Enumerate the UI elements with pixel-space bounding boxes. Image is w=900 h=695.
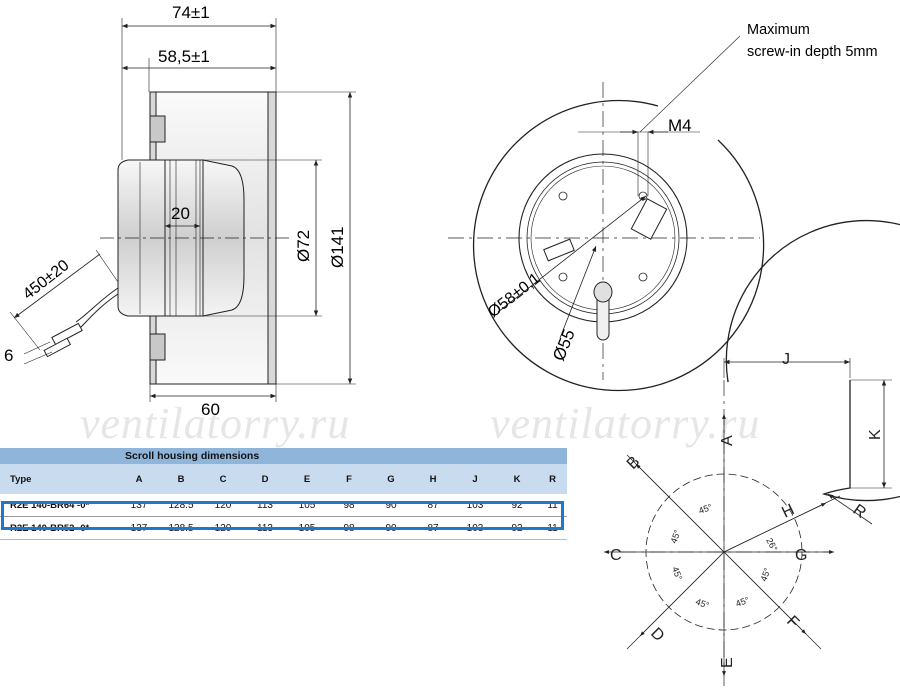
table-header-row: Type A B C D E F G H J K R [0,464,568,494]
label-h: H [779,501,797,521]
label-a: A [719,435,736,446]
dim-m4-label: M4 [668,116,692,135]
scroll-housing-diagram [604,219,900,690]
cell-k: 92 [496,494,538,517]
dim-58-5-label: 58,5±1 [158,47,210,66]
angle-26: 26° [764,536,779,553]
cell-r: 11 [538,516,568,540]
angle-45-6: 45° [758,566,772,583]
header-d: D [244,464,286,494]
header-a: A [118,464,160,494]
cell-b: 128.5 [160,494,202,517]
cell-h: 87 [412,494,454,517]
dim-74-label: 74±1 [172,3,210,22]
angle-45-5: 45° [734,595,751,609]
label-f: F [783,613,802,632]
cell-b: 128.5 [160,516,202,540]
note-line-2: screw-in depth 5mm [747,44,878,60]
cell-f: 98 [328,516,370,540]
header-f: F [328,464,370,494]
watermark-left: ventilatorry.ru [80,399,351,448]
cell-a: 137 [118,494,160,517]
cell-r: 11 [538,494,568,517]
cell-type: R2E 140-BR52 -0* [0,516,118,540]
cell-d: 113 [244,494,286,517]
dim-58-label: Ø58±0,1 [485,270,544,321]
dim-141-label: Ø141 [328,226,347,268]
header-b: B [160,464,202,494]
side-view [9,18,356,402]
cell-g: 90 [370,516,412,540]
label-g: G [795,547,807,564]
cell-d: 113 [244,516,286,540]
header-c: C [202,464,244,494]
label-b: B [624,453,644,473]
cell-j: 103 [454,516,496,540]
front-view [448,35,765,392]
cell-k: 92 [496,516,538,540]
cell-j: 103 [454,494,496,517]
label-j: J [782,351,790,368]
label-e: E [719,657,736,668]
cell-h: 87 [412,516,454,540]
dim-6-label: 6 [4,346,13,365]
label-r: R [850,501,869,522]
dim-72-label: Ø72 [294,230,313,262]
angle-45-3: 45° [670,565,684,582]
cell-c: 120 [202,516,244,540]
angle-45-2: 45° [668,528,682,545]
cell-type: R2E 140-BR64 -0* [0,494,118,517]
cell-a: 137 [118,516,160,540]
header-r: R [538,464,568,494]
cell-e: 105 [286,494,328,517]
label-d: D [647,625,667,645]
dim-60-label: 60 [201,400,220,419]
table-row[interactable]: R2E 140-BR64 -0* 137 128.5 120 113 105 9… [0,494,568,517]
cell-c: 120 [202,494,244,517]
dim-55-label: Ø55 [549,327,579,364]
angle-45-1: 45° [697,502,714,516]
watermark-right: ventilatorry.ru [490,399,761,448]
angle-45-4: 45° [694,596,711,610]
cell-g: 90 [370,494,412,517]
header-e: E [286,464,328,494]
header-j: J [454,464,496,494]
note-line-1: Maximum [747,22,810,38]
table-caption: Scroll housing dimensions [0,448,568,464]
cell-e: 105 [286,516,328,540]
scroll-housing-table: Scroll housing dimensions Type A B C D E… [0,448,568,540]
header-g: G [370,464,412,494]
dim-20-label: 20 [171,204,190,223]
header-k: K [496,464,538,494]
header-h: H [412,464,454,494]
label-c: C [610,547,622,564]
cell-f: 98 [328,494,370,517]
label-k: K [867,429,884,440]
table-row[interactable]: R2E 140-BR52 -0* 137 128.5 120 113 105 9… [0,516,568,540]
header-type: Type [0,464,118,494]
